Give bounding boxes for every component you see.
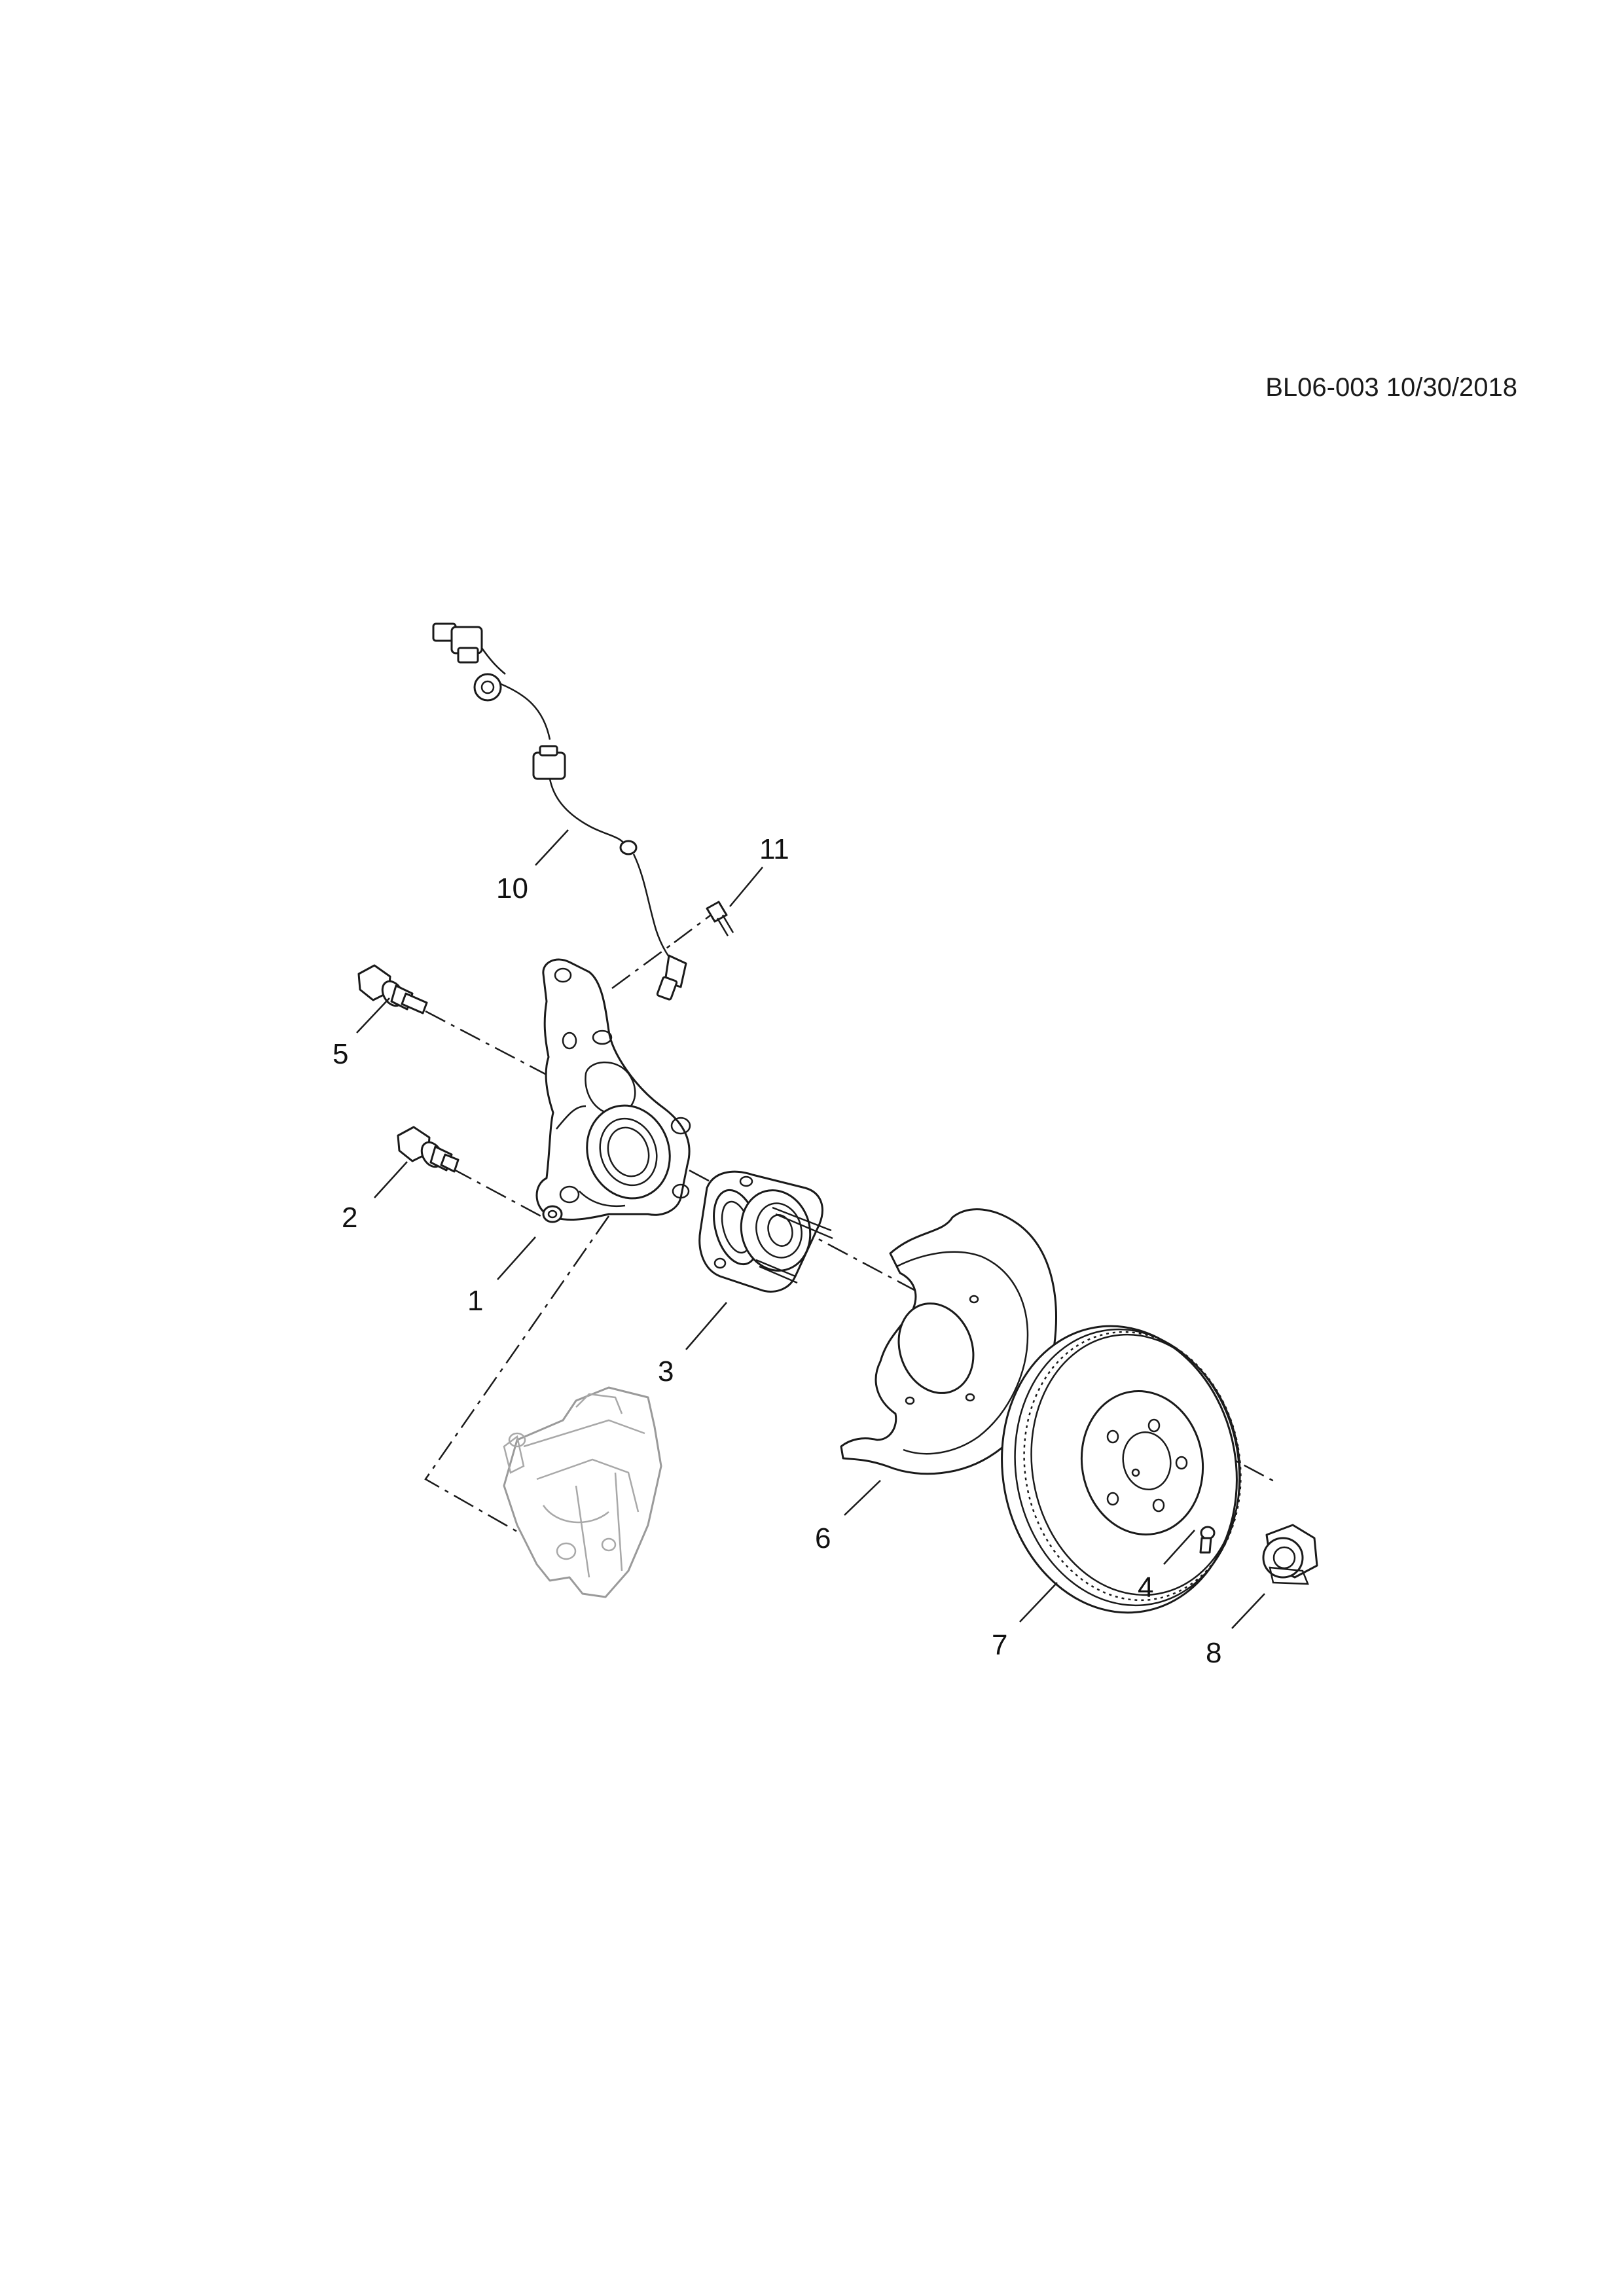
callout-numbers: 5 2 1 3 6 7 4 8 10 11 [333,833,1221,1669]
rotor-screw [1199,1526,1216,1554]
callout-4: 4 [1138,1571,1153,1604]
sensor-bolt [706,901,734,937]
callout-3: 3 [658,1355,674,1388]
wheel-speed-sensor-harness [432,622,687,1001]
steering-knuckle [535,958,691,1223]
callout-8: 8 [1206,1637,1221,1669]
lower-knuckle-bolt [397,1126,460,1173]
brake-caliper-reference [503,1386,662,1598]
callout-1: 1 [467,1285,483,1317]
callout-5: 5 [333,1038,348,1070]
callout-10: 10 [496,872,528,905]
callout-6: 6 [815,1522,831,1554]
callout-11: 11 [759,833,789,865]
callout-7: 7 [992,1629,1007,1661]
callout-2: 2 [342,1202,357,1234]
brake-splash-shield [840,1208,1057,1475]
upper-knuckle-bolt [357,964,428,1014]
drawing-reference: BL06-003 10/30/2018 [1265,373,1517,402]
wheel-hub-bearing [698,1170,833,1293]
brake-rotor [1001,1325,1242,1614]
hub-nut [1262,1524,1318,1585]
leader-lines [356,829,1265,1629]
